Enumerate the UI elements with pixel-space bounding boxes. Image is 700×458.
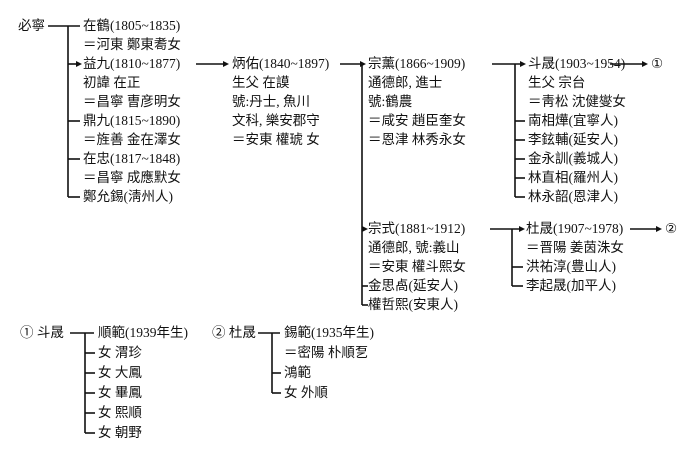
gen1-line: ＝昌寧 成應默女 bbox=[83, 170, 181, 185]
arrow-head-icon bbox=[656, 226, 662, 232]
gen4a-line: ＝靑松 沈健燮女 bbox=[528, 94, 626, 109]
gen2-line: 號:丹士, 魚川 bbox=[232, 94, 311, 109]
arrow-head-icon bbox=[360, 61, 366, 67]
gen2-line: 炳佑(1840~1897) bbox=[232, 56, 330, 71]
gen4a-line: 斗晟(1903~1954) bbox=[528, 56, 626, 71]
gen4a-line: 林永韶(恩津人) bbox=[528, 189, 618, 204]
gen4a-line: 李鉉輔(延安人) bbox=[528, 132, 618, 147]
gen3b-line: 通德郎, 號:義山 bbox=[368, 240, 460, 255]
gen3a-line: 宗薰(1866~1909) bbox=[368, 56, 466, 71]
sub1-child: 女 熙順 bbox=[98, 405, 142, 420]
gen4b-line: 李起晟(加平人) bbox=[526, 278, 616, 293]
sub1-child: 順範(1939年生) bbox=[98, 325, 188, 340]
arrow-head-icon bbox=[223, 61, 229, 67]
arrow-head-icon bbox=[519, 226, 525, 232]
gen4a-line: 南相燁(宜寧人) bbox=[528, 113, 618, 128]
gen4a-line: 生父 宗台 bbox=[528, 75, 586, 90]
gen2-line: ＝安東 權琥 女 bbox=[232, 132, 320, 147]
ref-marker-1: ① bbox=[651, 56, 664, 71]
sub1-title: ① 斗晟 bbox=[20, 325, 64, 340]
gen4a-line: 林直相(羅州人) bbox=[528, 170, 618, 185]
arrow-head-icon bbox=[520, 61, 526, 67]
arrow-head-icon bbox=[76, 61, 82, 67]
gen3b-line: 權哲熙(安東人) bbox=[368, 297, 458, 312]
sub2-child: 錫範(1935年生) bbox=[284, 325, 374, 340]
gen2-line: 生父 在謨 bbox=[232, 75, 290, 90]
sub2-child: 鴻範 bbox=[284, 365, 311, 380]
ref-marker-2: ② bbox=[665, 221, 678, 236]
gen1-line: ＝昌寧 曺彦明女 bbox=[83, 94, 181, 109]
sub1-child: 女 大鳳 bbox=[98, 365, 142, 380]
gen1-line: 在忠(1817~1848) bbox=[83, 151, 181, 166]
gen3a-line: 號:鶴農 bbox=[368, 94, 413, 109]
sub2-child: ＝密陽 朴順乭 bbox=[284, 345, 369, 360]
sub2-title: ② 杜晟 bbox=[212, 325, 256, 340]
gen3b-line: ＝安東 權斗熙女 bbox=[368, 259, 466, 274]
arrow-head-icon bbox=[642, 61, 648, 67]
gen1-line: 初諱 在正 bbox=[83, 75, 141, 90]
gen4a-line: 金永訓(義城人) bbox=[528, 151, 618, 166]
gen1-line: 鼎九(1815~1890) bbox=[83, 113, 181, 128]
gen1-line: ＝河東 鄭東耈女 bbox=[83, 37, 181, 52]
gen4b-line: 洪祐淳(豊山人) bbox=[526, 259, 616, 274]
gen1-line: ＝旌善 金在澤女 bbox=[83, 132, 181, 147]
gen4b-line: 杜晟(1907~1978) bbox=[526, 221, 624, 236]
gen3b-line: 宗式(1881~1912) bbox=[368, 221, 466, 236]
gen2-line: 文科, 樂安郡守 bbox=[232, 113, 320, 128]
gen1-line: 益九(1810~1877) bbox=[83, 56, 181, 71]
root-name: 必寧 bbox=[18, 18, 45, 33]
gen3a-line: ＝恩津 林秀永女 bbox=[368, 132, 466, 147]
gen1-line: 鄭允錫(淸州人) bbox=[83, 189, 173, 204]
sub1-child: 女 畢鳳 bbox=[98, 385, 142, 400]
sub1-child: 女 渭珍 bbox=[98, 345, 142, 360]
gen4b-line: ＝晋陽 姜茵洙女 bbox=[526, 240, 624, 255]
gen3a-line: 通德郎, 進士 bbox=[368, 75, 443, 90]
sub2-child: 女 外順 bbox=[284, 385, 328, 400]
gen3a-line: ＝咸安 趙臣奎女 bbox=[368, 113, 466, 128]
gen3b-line: 金思卨(延安人) bbox=[368, 278, 458, 293]
sub1-child: 女 朝野 bbox=[98, 425, 142, 440]
gen1-line: 在鶴(1805~1835) bbox=[83, 18, 181, 33]
arrow-head-icon bbox=[362, 226, 368, 232]
